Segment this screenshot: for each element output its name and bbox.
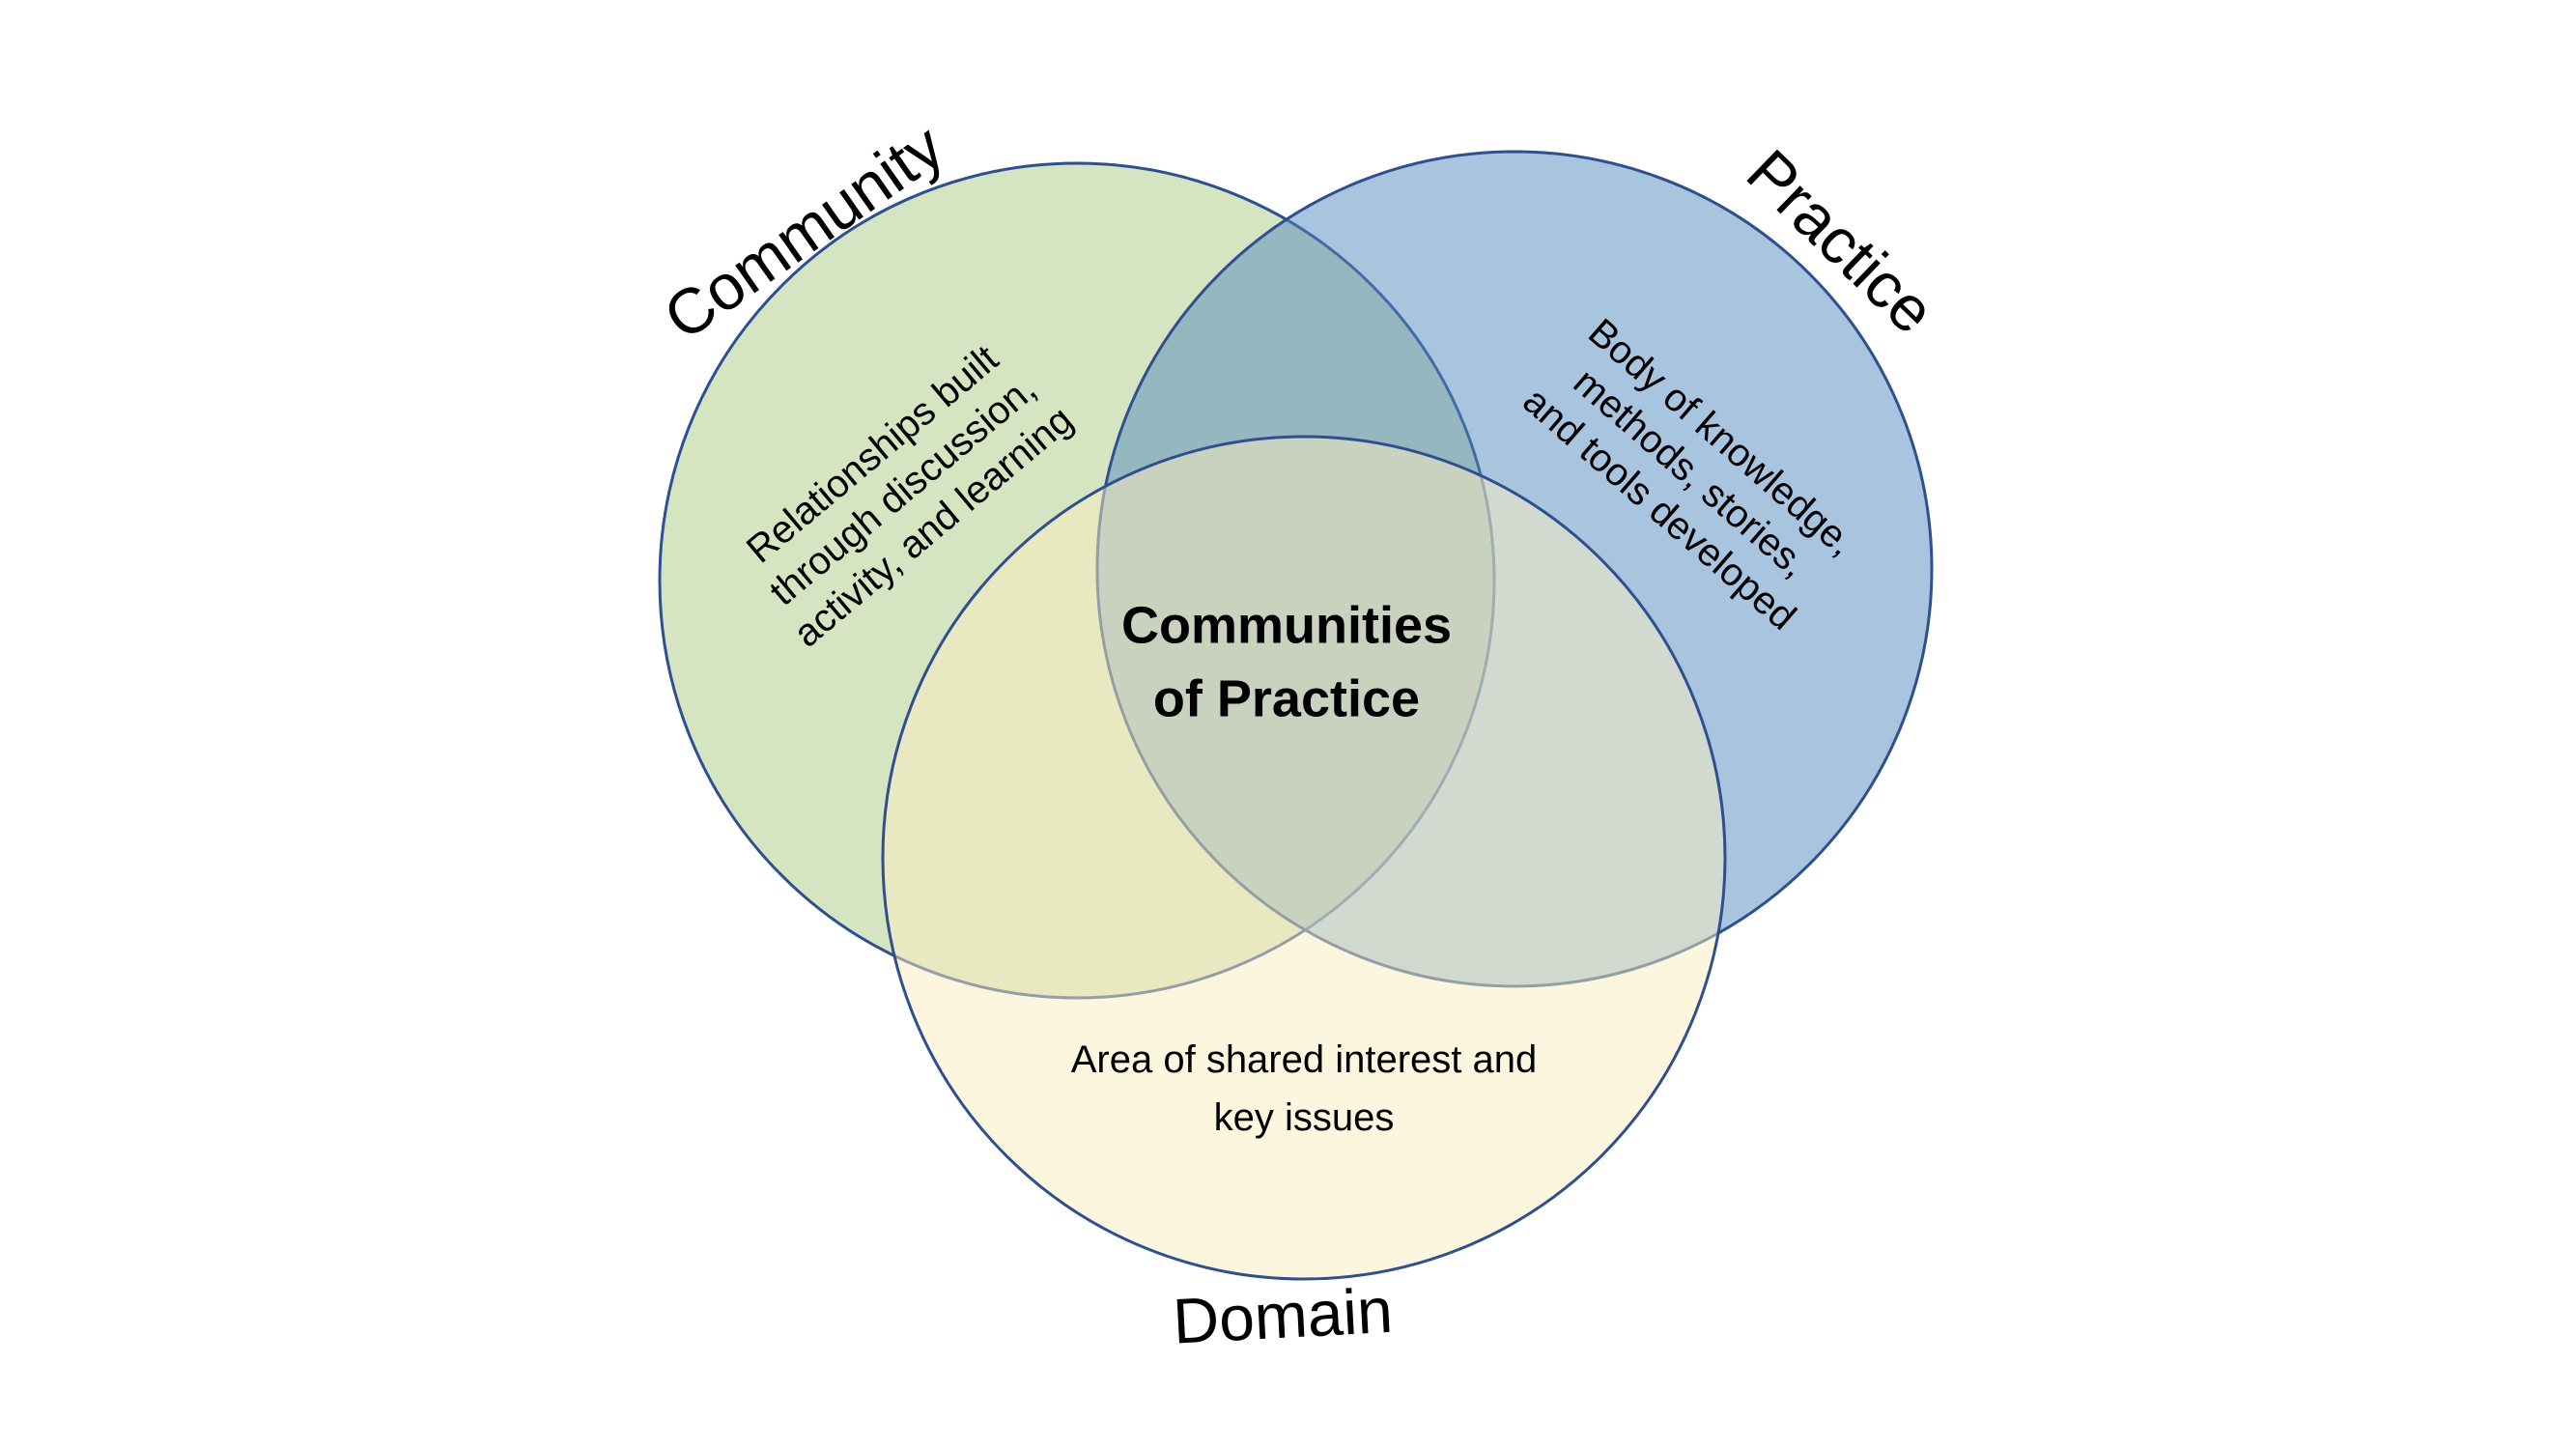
- domain-label: Domain: [1171, 1273, 1395, 1357]
- domain-description: Area of shared interest and key issues: [1071, 1031, 1538, 1147]
- center-title: Communities of Practice: [1121, 589, 1452, 735]
- domain-circle: [881, 435, 1727, 1281]
- domain-description-line: Area of shared interest and: [1070, 1038, 1538, 1081]
- center-title-line: Communities: [1120, 596, 1453, 655]
- center-title-line: of Practice: [1152, 669, 1421, 727]
- domain-description-line: key issues: [1213, 1096, 1395, 1139]
